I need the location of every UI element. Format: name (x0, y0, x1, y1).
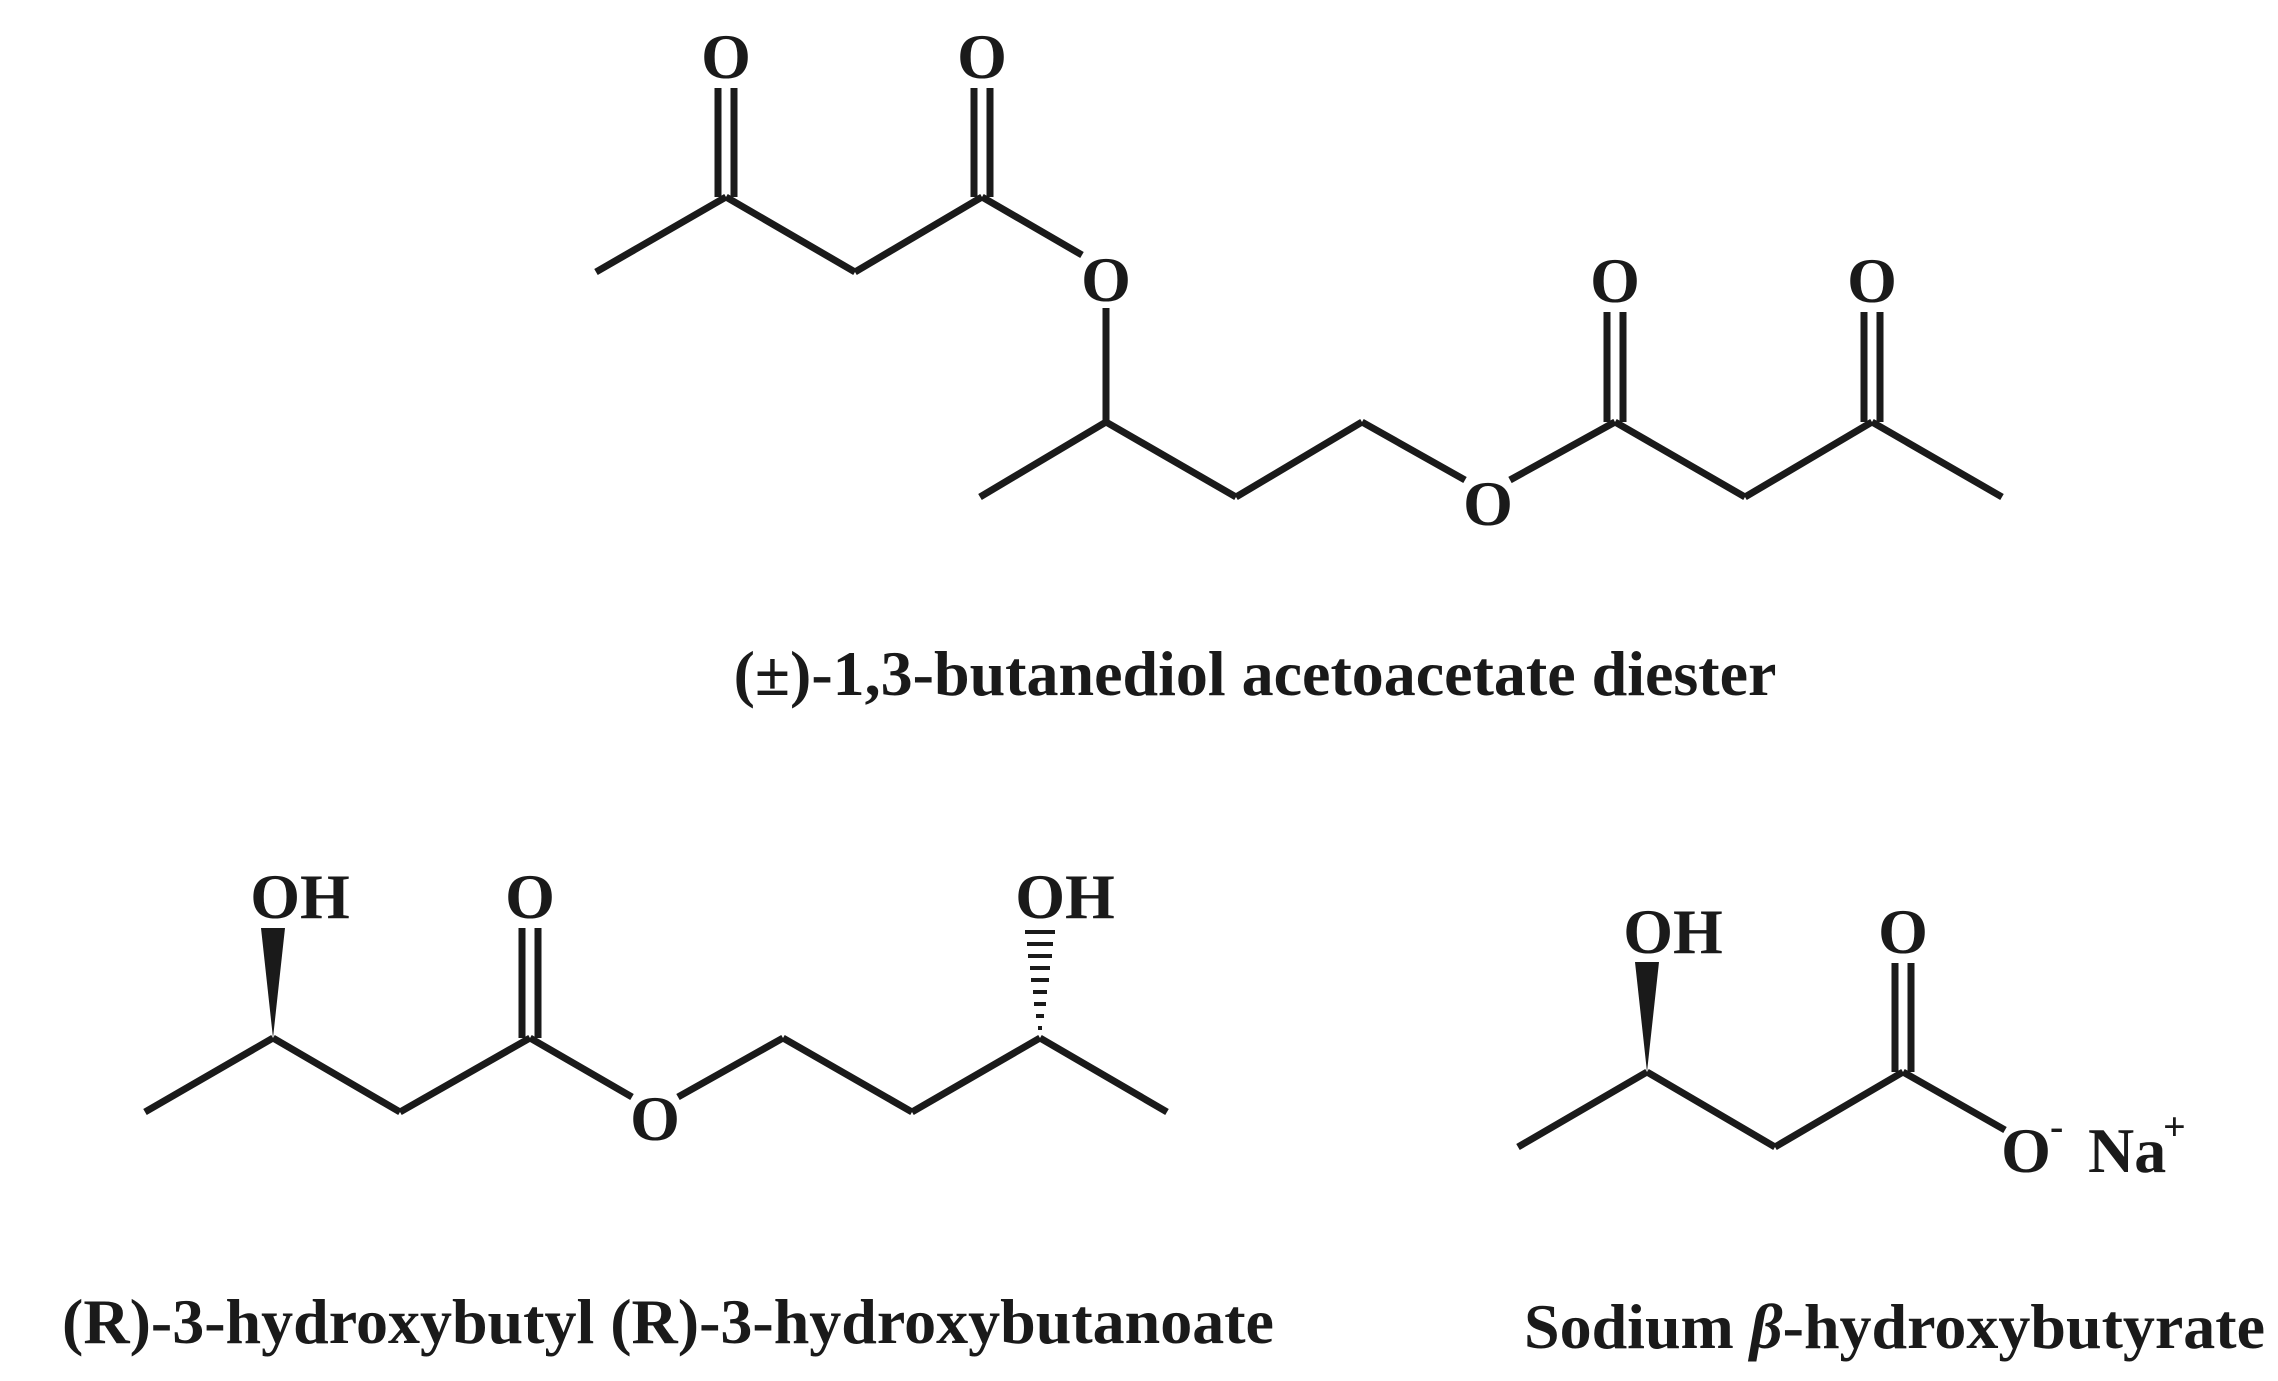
atom-label: O (957, 21, 1007, 92)
bond (271, 1034, 402, 1116)
bond (853, 193, 984, 276)
atom-label: O (505, 861, 555, 932)
atom-label: O (1847, 245, 1897, 316)
bond (1360, 418, 1467, 484)
atom-label: O (630, 1083, 680, 1154)
caption-prefix: Sodium (1524, 1291, 1750, 1362)
bond (781, 1034, 914, 1116)
atom-label: O (701, 21, 751, 92)
wedge-bond (261, 928, 285, 1038)
molecule-caption: (±)-1,3-butanediol acetoacetate diester (734, 638, 1777, 709)
atom-label: OH (250, 861, 350, 932)
atom-label: O (1081, 244, 1131, 315)
caption-suffix: -hydroxybutyrate (1783, 1291, 2265, 1362)
atom-label: O (2001, 1115, 2051, 1186)
bond (398, 1034, 532, 1116)
molecule-caption: (R)-3-hydroxybutyl (R)-3-hydroxybutanoat… (62, 1286, 1274, 1357)
bond (1508, 418, 1617, 484)
bond (1645, 1068, 1777, 1151)
bond (1613, 418, 1747, 501)
molecule-butanediol-acetoacetate-diester: O O O O O O (±)-1,3-butanediol acetoacet… (594, 21, 2004, 709)
atom-label: O (1463, 468, 1513, 539)
bond (1234, 418, 1364, 501)
bond (724, 193, 857, 276)
atom-label: O (1590, 245, 1640, 316)
bond (676, 1034, 785, 1101)
bond (910, 1034, 1042, 1116)
bond (980, 193, 1084, 259)
bond (143, 1034, 275, 1116)
molecule-sodium-beta-hydroxybutyrate: OH O O - Na + Sodium β-hydroxybutyrate (1516, 896, 2265, 1362)
bond (978, 418, 1108, 501)
bond (1773, 1068, 1905, 1151)
molecule-hydroxybutyl-hydroxybutanoate: OH O O OH (R)-3-hydroxybutyl (R)-3-hydro… (62, 861, 1274, 1357)
charge-label: - (2050, 1104, 2063, 1149)
bond (1516, 1068, 1649, 1151)
hashed-bond (1025, 930, 1055, 1030)
bond (1870, 418, 2004, 501)
bond (528, 1034, 634, 1101)
bond (1743, 418, 1874, 501)
bond (1901, 1068, 2007, 1134)
atom-label: Na (2088, 1115, 2166, 1186)
molecule-caption: Sodium β-hydroxybutyrate (1524, 1291, 2265, 1362)
atom-label: OH (1623, 896, 1723, 967)
caption-greek: β (1748, 1291, 1783, 1362)
atom-label: OH (1015, 861, 1115, 932)
bond (594, 193, 728, 276)
charge-label: + (2163, 1104, 2186, 1149)
wedge-bond (1635, 962, 1659, 1072)
bond (1104, 418, 1238, 501)
atom-label: O (1878, 896, 1928, 967)
bond (1038, 1034, 1169, 1116)
